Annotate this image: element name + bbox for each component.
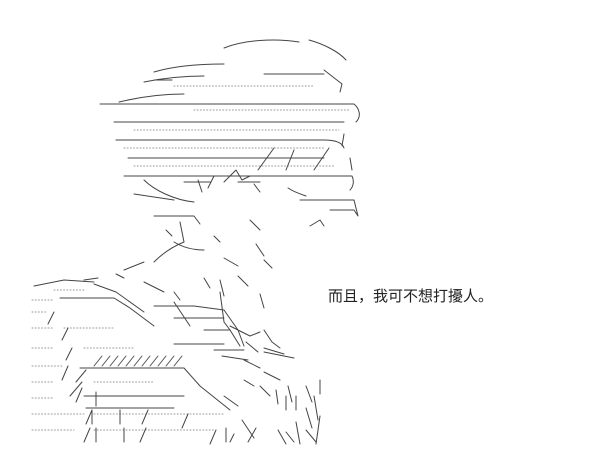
hair-strands [153, 69, 353, 171]
body-dots-left [31, 299, 225, 431]
face-outline [133, 179, 359, 227]
eye-left [183, 175, 215, 193]
sleeve-hatching [93, 355, 183, 367]
ascii-art-figure [24, 30, 394, 450]
speech-text: 而且，我可不想打擾人。 [328, 287, 494, 305]
torso [241, 371, 321, 445]
ascii-art-drawing [31, 39, 360, 445]
chin-neck [115, 241, 273, 279]
shoulder-line [59, 291, 265, 327]
lower-brackets [225, 427, 317, 443]
collar [33, 275, 249, 313]
vertical-bars [91, 379, 321, 443]
slashes [47, 311, 217, 445]
hair-outline [99, 39, 360, 191]
eye-right [223, 169, 261, 193]
nose-mouth [165, 219, 261, 243]
arm-raised [153, 305, 285, 355]
hand [173, 329, 295, 369]
sleeve-outline [69, 367, 239, 411]
